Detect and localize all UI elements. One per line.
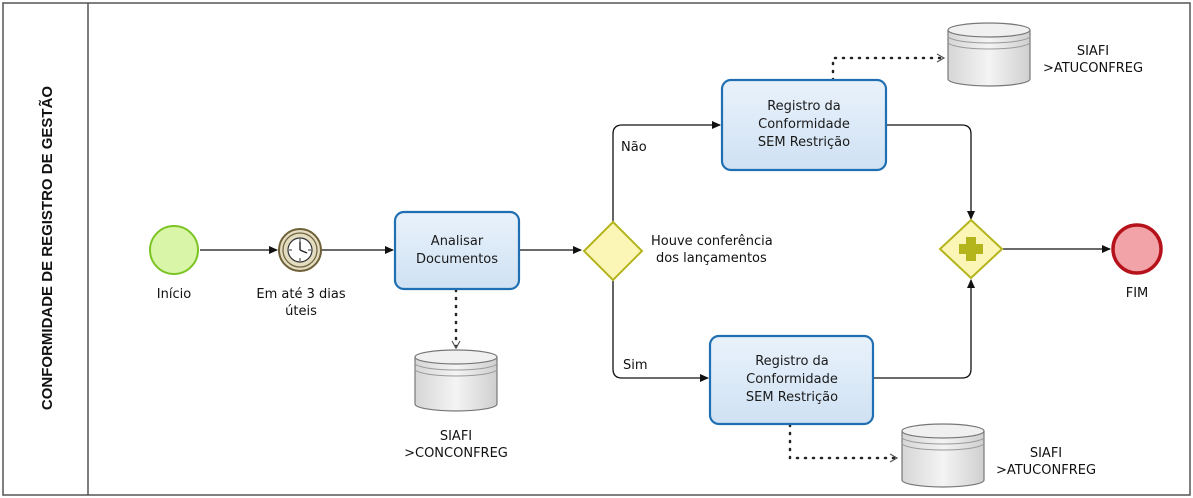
database-icon bbox=[947, 22, 1031, 87]
plus-icon bbox=[959, 237, 983, 261]
task-top-line1: Registro da bbox=[767, 99, 841, 114]
flow-top-task-to-join bbox=[886, 124, 975, 220]
data-store-top-line1: SIAFI bbox=[1077, 44, 1109, 59]
task-analisar-documentos[interactable]: Analisar Documentos bbox=[393, 210, 521, 291]
flow-gateway-sim bbox=[612, 278, 709, 382]
data-store-conconfreg-line1: SIAFI bbox=[440, 429, 472, 444]
task-analisar-line1: Analisar bbox=[431, 234, 484, 249]
task-top-line2: Conformidade bbox=[758, 117, 850, 132]
start-event[interactable] bbox=[149, 225, 199, 275]
end-event-label: FIM bbox=[1126, 286, 1149, 301]
decision-gateway[interactable] bbox=[582, 220, 644, 282]
timer-event[interactable] bbox=[278, 228, 322, 272]
flow-label-nao: Não bbox=[621, 140, 647, 155]
data-store-conconfreg[interactable] bbox=[414, 349, 498, 412]
task-bottom-line1: Registro da bbox=[755, 354, 829, 369]
data-store-top-line2: >ATUCONFREG bbox=[1043, 61, 1143, 76]
start-event-label: Início bbox=[157, 287, 191, 302]
start-event-circle bbox=[149, 225, 199, 275]
data-store-bottom[interactable] bbox=[901, 423, 985, 488]
data-store-top[interactable] bbox=[947, 22, 1031, 87]
flow-gateway-nao bbox=[612, 121, 721, 224]
lane-title: CONFORMIDADE DE REGISTRO DE GESTÃO bbox=[38, 86, 56, 411]
database-icon bbox=[414, 349, 498, 412]
data-store-bottom-line2: >ATUCONFREG bbox=[996, 463, 1096, 478]
task-registro-top[interactable]: Registro da Conformidade SEM Restrição bbox=[720, 78, 888, 172]
clock-icon bbox=[287, 237, 313, 263]
association-bottom-db bbox=[788, 423, 899, 463]
task-top-line3: SEM Restrição bbox=[758, 135, 850, 150]
flow-label-sim: Sim bbox=[623, 358, 648, 373]
task-registro-bottom[interactable]: Registro da Conformidade SEM Restrição bbox=[708, 334, 875, 426]
association-top-db bbox=[831, 53, 946, 82]
database-icon bbox=[901, 423, 985, 488]
task-analisar-line2: Documentos bbox=[416, 252, 498, 267]
end-event[interactable] bbox=[1111, 223, 1163, 275]
data-store-bottom-line1: SIAFI bbox=[1030, 446, 1062, 461]
gateway-label-line2: dos lançamentos bbox=[656, 251, 767, 266]
timer-label-line1: Em até 3 dias bbox=[256, 287, 345, 302]
sequence-flows bbox=[200, 121, 1111, 382]
task-bottom-line3: SEM Restrição bbox=[746, 390, 838, 405]
data-associations bbox=[451, 53, 946, 463]
task-bottom-line2: Conformidade bbox=[746, 372, 838, 387]
timer-label-line2: úteis bbox=[285, 304, 317, 319]
data-store-conconfreg-line2: >CONCONFREG bbox=[404, 446, 508, 461]
parallel-gateway[interactable] bbox=[938, 218, 1004, 280]
gateway-label-line1: Houve conferência bbox=[651, 234, 773, 249]
flow-bottom-task-to-join bbox=[873, 279, 975, 379]
